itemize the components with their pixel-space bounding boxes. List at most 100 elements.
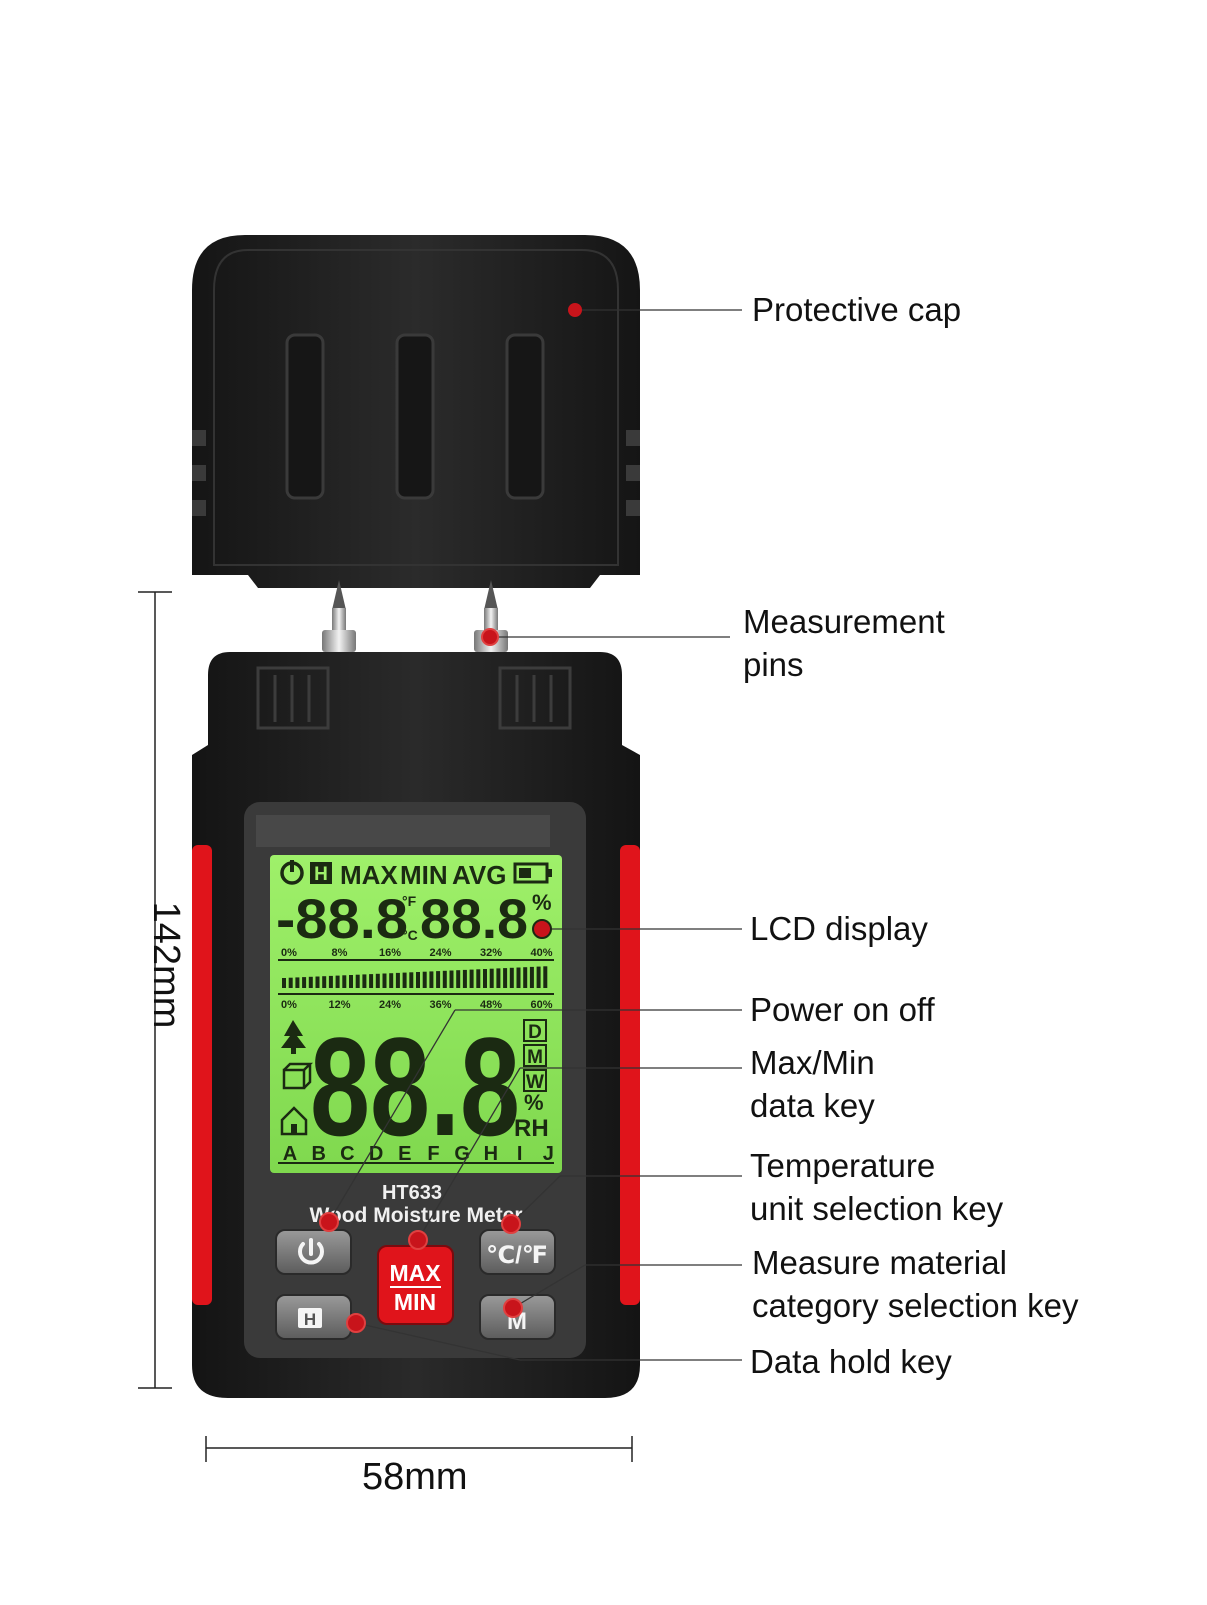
callout-lcd-display: LCD display bbox=[750, 910, 928, 947]
lcd-scale-top-tick: 40% bbox=[530, 947, 552, 959]
lcd-bar-segment bbox=[429, 971, 434, 988]
lcd-bar-segment bbox=[389, 973, 394, 988]
lcd-bar-segment bbox=[355, 974, 360, 988]
block-icon bbox=[282, 1062, 314, 1090]
side-grip-left bbox=[192, 845, 212, 1305]
lcd-bar-segment bbox=[456, 970, 461, 988]
lcd-scale-top-tick: 0% bbox=[281, 947, 297, 959]
hold-icon bbox=[298, 1308, 322, 1328]
pin-left bbox=[322, 580, 356, 652]
lcd-scale-top-tick: 24% bbox=[429, 947, 451, 959]
lcd-bar-segment bbox=[349, 975, 353, 988]
temperature-unit-button-label: ℃/℉ bbox=[486, 1242, 548, 1269]
lcd-letter: J bbox=[543, 1143, 554, 1165]
lcd-scale-top-tick: 8% bbox=[332, 947, 348, 959]
lcd-bar-segment bbox=[382, 973, 387, 988]
house-icon bbox=[280, 1106, 308, 1136]
lcd-scale-bottom-tick: 24% bbox=[379, 999, 401, 1011]
callout-dot-temp bbox=[501, 1214, 521, 1234]
lcd-mode-label: W bbox=[526, 1072, 544, 1093]
lcd-bar-segment bbox=[375, 973, 380, 988]
maxmin-button-label-top: MAX bbox=[389, 1260, 441, 1286]
lcd-bar-segment bbox=[442, 970, 447, 988]
lcd-unit-c: °C bbox=[402, 927, 418, 943]
lcd-hold-indicator: H bbox=[314, 864, 328, 885]
model-name: HT633 bbox=[382, 1182, 442, 1204]
lcd-letter: E bbox=[398, 1143, 411, 1165]
lcd-max-indicator: MAX bbox=[340, 860, 398, 890]
lcd-letter: A bbox=[283, 1143, 297, 1165]
lcd-bar-segment bbox=[489, 968, 494, 988]
battery-icon bbox=[513, 862, 552, 884]
lcd-bar-segment bbox=[416, 972, 420, 988]
measurement-pins bbox=[322, 580, 508, 652]
lcd-bar-segment bbox=[436, 971, 441, 988]
lcd-mode-box bbox=[523, 1019, 547, 1042]
lcd-bar-segment bbox=[308, 976, 313, 988]
lcd-rh-label: RH bbox=[514, 1115, 549, 1142]
lcd-scale-bottom: 0%12%24%36%48%60% bbox=[281, 999, 553, 1011]
lcd-bar-segment bbox=[322, 976, 327, 988]
side-grip-right bbox=[620, 845, 640, 1305]
hold-button-label: H bbox=[304, 1310, 316, 1329]
lcd-bar-segment bbox=[328, 975, 333, 988]
device-name: Wood Moisture Meter bbox=[309, 1204, 522, 1227]
hold-button[interactable]: H bbox=[275, 1294, 352, 1340]
callout-dot-cap bbox=[568, 303, 582, 317]
lcd-scale-bottom-tick: 12% bbox=[328, 999, 350, 1011]
lcd-letter: C bbox=[340, 1143, 354, 1165]
lcd-letter: F bbox=[427, 1143, 439, 1165]
callout-dot-material bbox=[503, 1298, 523, 1318]
lcd-mode-box bbox=[523, 1069, 547, 1092]
lcd-bar-segment bbox=[409, 972, 414, 988]
width-dimension-label: 58mm bbox=[362, 1456, 468, 1498]
lcd-rh-percent: % bbox=[524, 1090, 544, 1115]
height-dimension-label: 142mm bbox=[145, 901, 187, 1029]
lcd-bar-segment bbox=[288, 977, 293, 988]
lcd-unit-percent: % bbox=[532, 890, 552, 915]
lcd-bar-segment bbox=[295, 977, 300, 988]
lcd-main-digits: 88.8 bbox=[310, 1008, 520, 1165]
power-button[interactable] bbox=[275, 1229, 352, 1275]
lcd-scale-top-tick: 16% bbox=[379, 947, 401, 959]
lcd-bar-segment bbox=[476, 969, 481, 988]
lcd-bar-segment bbox=[449, 970, 454, 988]
lcd-mode-indicators: DMW bbox=[523, 1019, 547, 1093]
callout-lines bbox=[328, 309, 742, 1361]
callout-dot-pins bbox=[481, 628, 499, 646]
lcd-scale-top-tick: 32% bbox=[480, 947, 502, 959]
tree-icon bbox=[281, 1020, 306, 1054]
lcd-bar-segment bbox=[422, 971, 427, 988]
power-icon bbox=[298, 1238, 324, 1265]
callout-material: Measure material category selection key bbox=[752, 1244, 1079, 1324]
lcd-bar-segment bbox=[402, 972, 407, 988]
lcd-bar-segment bbox=[462, 969, 467, 988]
power-indicator-icon bbox=[280, 860, 304, 885]
lcd-letter: H bbox=[484, 1143, 498, 1165]
lcd-bar-segment bbox=[503, 968, 508, 988]
lcd-bar-segment bbox=[335, 975, 340, 988]
callout-dot-hold bbox=[346, 1313, 366, 1333]
maxmin-button-label-bottom: MIN bbox=[394, 1289, 436, 1315]
lcd-letter: D bbox=[369, 1143, 383, 1165]
callout-power: Power on off bbox=[750, 991, 935, 1028]
lcd-scale-top: 0% 8% 16% 24% 32% 40% bbox=[281, 947, 553, 959]
lcd-scale-bottom-tick: 48% bbox=[480, 999, 502, 1011]
callout-hold: Data hold key bbox=[750, 1343, 952, 1380]
temperature-unit-button[interactable]: ℃/℉ bbox=[479, 1229, 556, 1275]
lcd-bar-segment bbox=[543, 966, 548, 988]
lcd-avg-indicator: AVG bbox=[452, 860, 506, 890]
maxmin-button[interactable]: MAX MIN bbox=[377, 1245, 454, 1325]
lcd-mode-label: D bbox=[528, 1022, 542, 1043]
hold-indicator-box bbox=[310, 862, 332, 884]
callout-protective-cap: Protective cap bbox=[752, 291, 962, 328]
lcd-scale-bottom-tick: 60% bbox=[530, 999, 552, 1011]
lcd-bar-segment bbox=[369, 974, 374, 988]
width-dimension-line bbox=[205, 1436, 633, 1462]
lcd-letter: I bbox=[517, 1143, 523, 1165]
lcd-upper-right-digits: 88.8 bbox=[420, 887, 528, 950]
lcd-bar-segment bbox=[362, 974, 367, 988]
